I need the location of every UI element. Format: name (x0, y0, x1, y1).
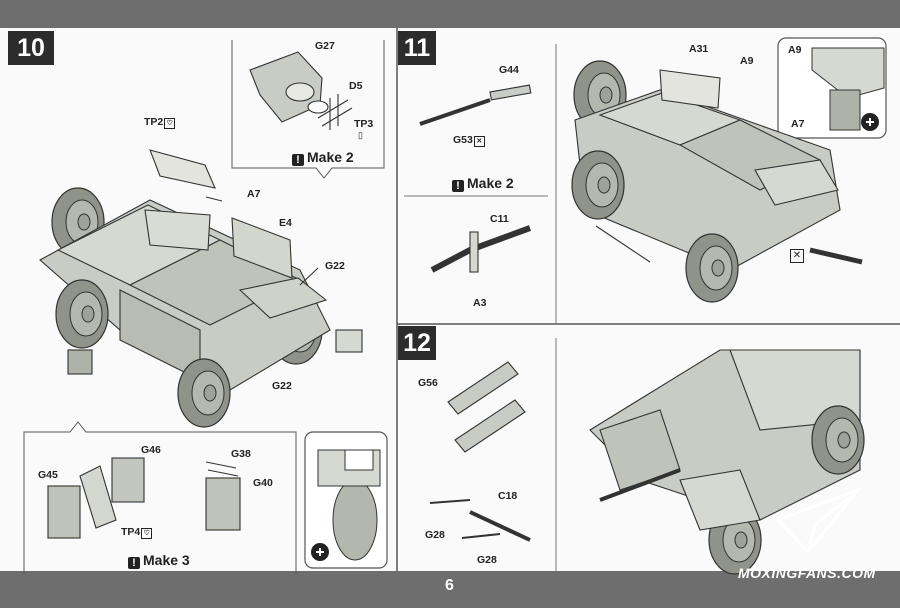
g53-text: G53 (453, 134, 473, 146)
part-label-a9-zoom: A9 (788, 44, 802, 56)
part-label-g22-bottom: G22 (272, 380, 292, 392)
part-label-g44: G44 (499, 64, 519, 76)
part-label-a7-zoom: A7 (791, 118, 805, 130)
make-3-step10: !Make 3 (128, 552, 190, 569)
make-2-step11: !Make 2 (452, 175, 514, 192)
fragile-heart-icon: ▯ (358, 130, 363, 140)
part-label-tp4: TP4♡ (121, 526, 153, 539)
top-band (0, 0, 900, 28)
cut-off-icon: ✕ (790, 249, 804, 263)
bottom-band (0, 571, 900, 608)
tp4-text: TP4 (121, 526, 141, 538)
part-label-c11: C11 (490, 213, 509, 225)
step-number-11: 11 (398, 31, 436, 65)
part-label-g28-a: G28 (425, 529, 445, 541)
part-label-g27: G27 (315, 40, 335, 52)
part-label-g38: G38 (231, 448, 251, 460)
tp3-text: TP3 (354, 118, 374, 130)
part-label-e4: E4 (279, 217, 292, 229)
part-label-tp2: TP2♡ (144, 116, 176, 129)
part-label-g22-top: G22 (325, 260, 345, 272)
make-2-text: Make 2 (307, 149, 354, 165)
part-label-c18: C18 (498, 490, 518, 502)
part-label-g56: G56 (418, 377, 438, 389)
make-2-step10: !Make 2 (292, 149, 354, 166)
part-label-tp3: TP3 (354, 118, 373, 130)
part-label-g53: G53✕ (453, 134, 485, 147)
make-2-text: Make 2 (467, 175, 514, 191)
part-label-g46: G46 (141, 444, 161, 456)
part-label-g45: G45 (38, 469, 58, 481)
exclamation-icon: ! (292, 154, 304, 166)
tp2-text: TP2 (144, 116, 164, 128)
exclamation-icon: ! (452, 180, 464, 192)
part-label-a31: A31 (689, 43, 709, 55)
fragile-heart-icon: ♡ (141, 528, 153, 539)
fragile-heart-icon: ♡ (164, 118, 176, 129)
make-3-text: Make 3 (143, 552, 190, 568)
watermark: MOXINGFANS.COM (738, 565, 876, 581)
part-label-g40: G40 (253, 477, 273, 489)
step-number-12: 12 (398, 326, 436, 360)
exclamation-icon: ! (128, 557, 140, 569)
part-label-a7: A7 (247, 188, 261, 200)
part-label-a9: A9 (740, 55, 754, 67)
part-label-a3: A3 (473, 297, 487, 309)
part-label-g28-b: G28 (477, 554, 497, 566)
step-number-10: 10 (8, 31, 54, 65)
page-number: 6 (445, 577, 454, 594)
part-label-d5: D5 (349, 80, 363, 92)
cut-off-icon: ✕ (473, 136, 485, 147)
